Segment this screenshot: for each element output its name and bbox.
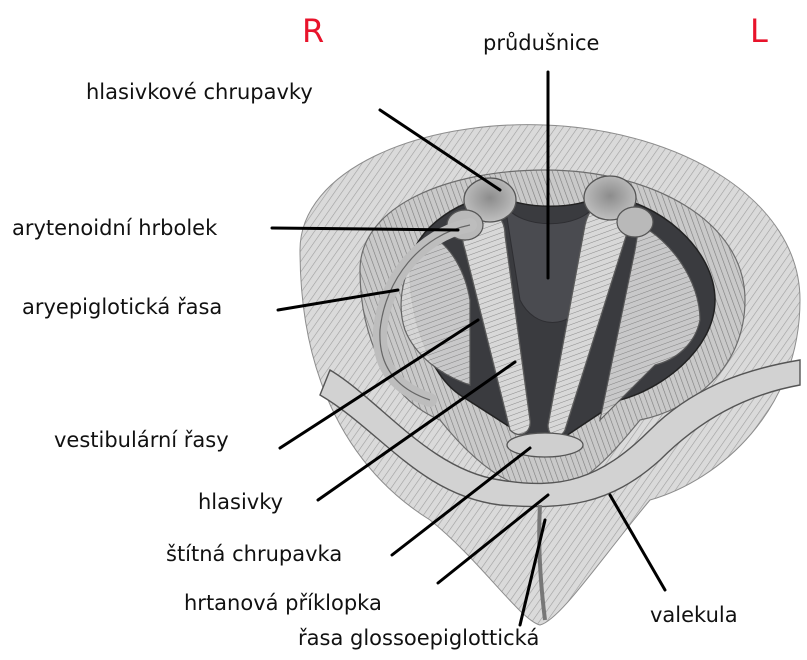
label-arytenoid-tubercle: arytenoidní hrbolek	[12, 216, 218, 240]
label-trachea: průdušnice	[483, 31, 599, 55]
label-vocal-cartilages: hlasivkové chrupavky	[86, 80, 313, 104]
orientation-right: R	[302, 12, 324, 50]
orientation-left: L	[750, 12, 768, 50]
label-vestibular-folds: vestibulární řasy	[54, 428, 229, 452]
label-epiglottis: hrtanová příklopka	[184, 591, 382, 615]
label-thyroid-cartilage: štítná chrupavka	[166, 542, 342, 566]
label-aryepiglottic-fold: aryepiglotická řasa	[22, 295, 222, 319]
left-corniculate	[617, 207, 653, 237]
anterior-commissure	[507, 433, 583, 457]
leader-arytenoid-tubercle	[272, 228, 458, 230]
label-vallecula: valekula	[650, 603, 738, 627]
label-glossoepiglottic-fold: řasa glossoepiglottická	[298, 626, 539, 650]
larynx-illustration	[300, 125, 800, 625]
label-vocal-folds: hlasivky	[198, 490, 283, 514]
